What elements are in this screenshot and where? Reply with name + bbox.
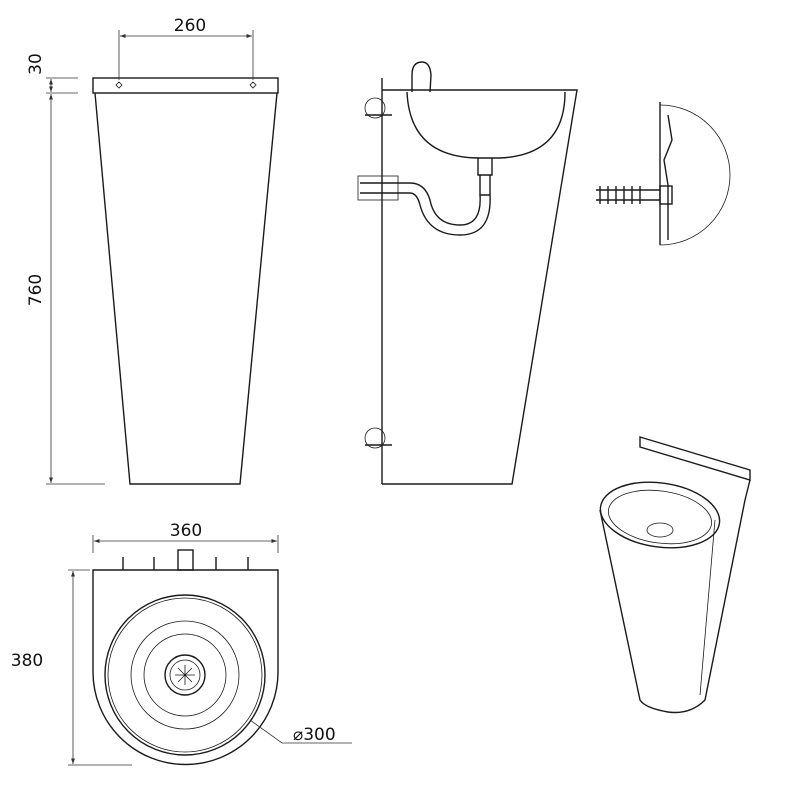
bottom-wall-bracket — [364, 427, 386, 449]
side-body — [382, 89, 578, 485]
top-wall-bracket — [364, 97, 386, 119]
top-outline — [92, 569, 279, 766]
iso-drain — [646, 522, 674, 538]
isometric-view — [599, 436, 751, 714]
tap-stub — [177, 549, 194, 571]
drain-grate — [164, 654, 206, 696]
iso-basin-rim — [599, 481, 721, 549]
fixing-detail — [596, 102, 731, 246]
side-view — [357, 61, 578, 485]
dim-label-380: 380 — [11, 651, 43, 671]
dim-label-300: ⌀300 — [293, 725, 336, 745]
dim-label-760: 760 — [26, 274, 46, 306]
dim-label-360: 360 — [170, 521, 202, 541]
top-view: 360 380 ⌀300 — [11, 521, 352, 766]
detail-circle — [659, 104, 731, 246]
mounting-pins — [122, 557, 249, 570]
iso-body — [599, 479, 751, 714]
tap — [411, 61, 432, 93]
dim-label-30: 30 — [26, 53, 46, 75]
basin-rim — [104, 594, 266, 756]
dim-label-260: 260 — [174, 16, 206, 36]
diameter-leader — [249, 719, 352, 744]
fixing-holes — [115, 81, 257, 89]
wall-plug-bolt — [596, 186, 660, 204]
drain — [477, 158, 493, 196]
wall-plate — [92, 77, 279, 94]
iso-back-plate — [639, 436, 751, 481]
s-trap — [360, 182, 491, 236]
basin-bowl — [406, 91, 566, 159]
front-view: 260 30 760 — [26, 16, 279, 485]
pedestal-body — [94, 92, 278, 485]
